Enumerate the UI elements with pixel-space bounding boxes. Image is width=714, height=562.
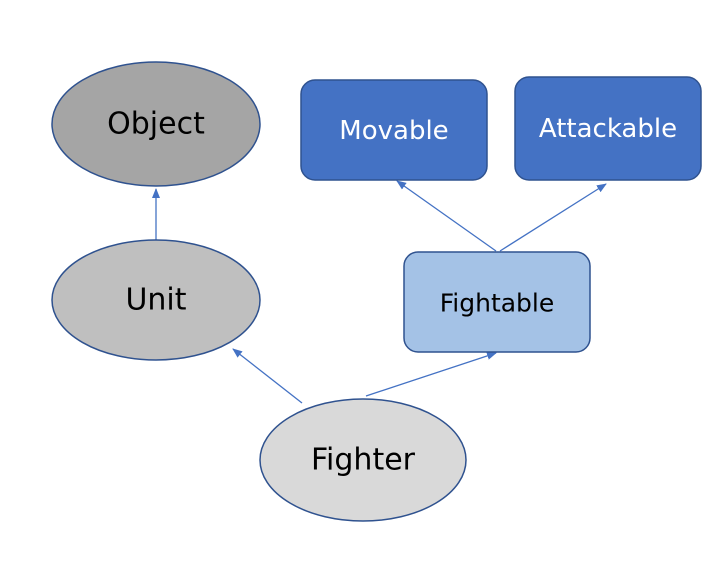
node-attackable: Attackable [514, 76, 702, 181]
edge-fightable-to-attackable [499, 183, 607, 252]
node-fightable: Fightable [403, 251, 591, 353]
node-unit-label: Unit [125, 283, 186, 318]
edge-fighter-to-fightable [365, 352, 497, 397]
node-movable: Movable [300, 79, 488, 181]
node-object-label: Object [107, 107, 205, 142]
node-fighter-shape [259, 398, 467, 522]
node-fighter: Fighter [259, 398, 467, 522]
node-movable-label: Movable [339, 116, 448, 146]
node-unit: Unit [51, 239, 261, 361]
node-unit-shape [51, 239, 261, 361]
node-fighter-label: Fighter [311, 443, 416, 478]
node-fightable-shape [403, 251, 591, 353]
edge-fighter-to-unit [232, 348, 303, 404]
node-attackable-label: Attackable [539, 114, 677, 144]
node-fightable-label: Fightable [440, 289, 555, 318]
node-attackable-shape [514, 76, 702, 181]
node-movable-shape [300, 79, 488, 181]
node-object-shape [51, 61, 261, 187]
edge-fightable-to-movable [396, 180, 497, 252]
node-object: Object [51, 61, 261, 187]
